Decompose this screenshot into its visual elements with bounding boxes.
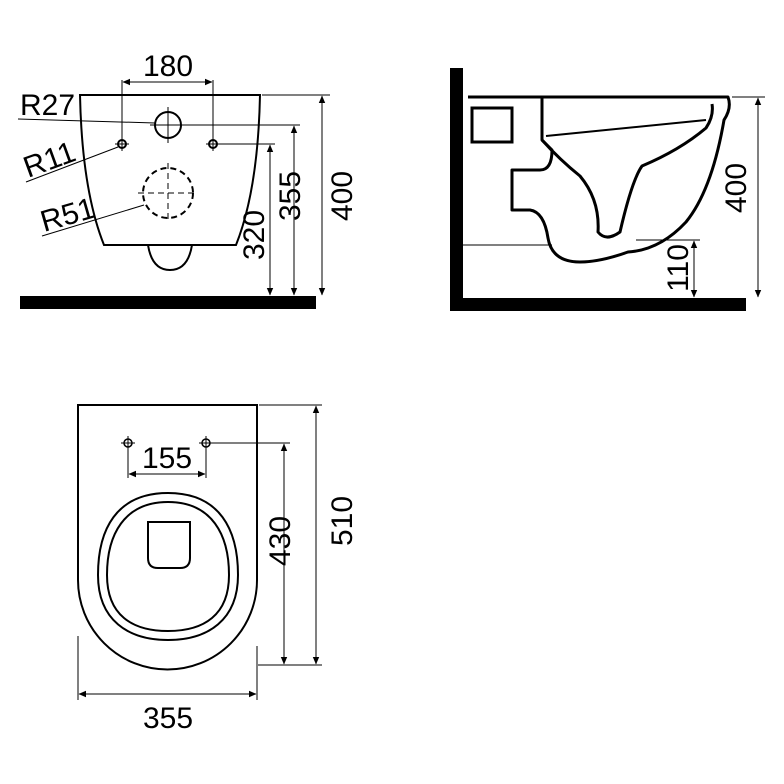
dim-510: 510 bbox=[326, 496, 359, 546]
bowl-inner bbox=[105, 500, 231, 633]
dim-155: 155 bbox=[142, 442, 192, 475]
drain-opening bbox=[147, 521, 191, 569]
label-r11: R11 bbox=[19, 136, 80, 185]
inlet-box bbox=[470, 106, 514, 144]
bowl-top-outline bbox=[77, 404, 258, 671]
rim-line bbox=[545, 119, 707, 137]
dim-180: 180 bbox=[143, 50, 193, 83]
dim-110: 110 bbox=[662, 244, 695, 292]
dim-355-width: 355 bbox=[143, 702, 193, 735]
dim-400-front: 400 bbox=[326, 171, 359, 221]
front-view: 180 R27 R11 R51 400 355 320 bbox=[17, 50, 359, 309]
bowl-front-base bbox=[147, 244, 193, 272]
label-r51: R51 bbox=[37, 192, 99, 239]
dim-320: 320 bbox=[238, 210, 271, 260]
floor-front bbox=[20, 296, 316, 309]
label-r27: R27 bbox=[20, 89, 75, 122]
dim-355: 355 bbox=[274, 171, 307, 221]
bowl-front-outline bbox=[78, 94, 262, 246]
wall bbox=[450, 68, 463, 310]
dim-400-side: 400 bbox=[720, 163, 753, 213]
dim-430: 430 bbox=[264, 516, 297, 566]
floor-side bbox=[450, 298, 746, 311]
seat-opening bbox=[96, 491, 240, 642]
bowl-side-outline bbox=[468, 95, 731, 264]
side-view: 400 110 bbox=[450, 68, 765, 311]
bowl-side-inner bbox=[540, 103, 714, 239]
top-view: 155 430 510 355 bbox=[77, 404, 359, 735]
